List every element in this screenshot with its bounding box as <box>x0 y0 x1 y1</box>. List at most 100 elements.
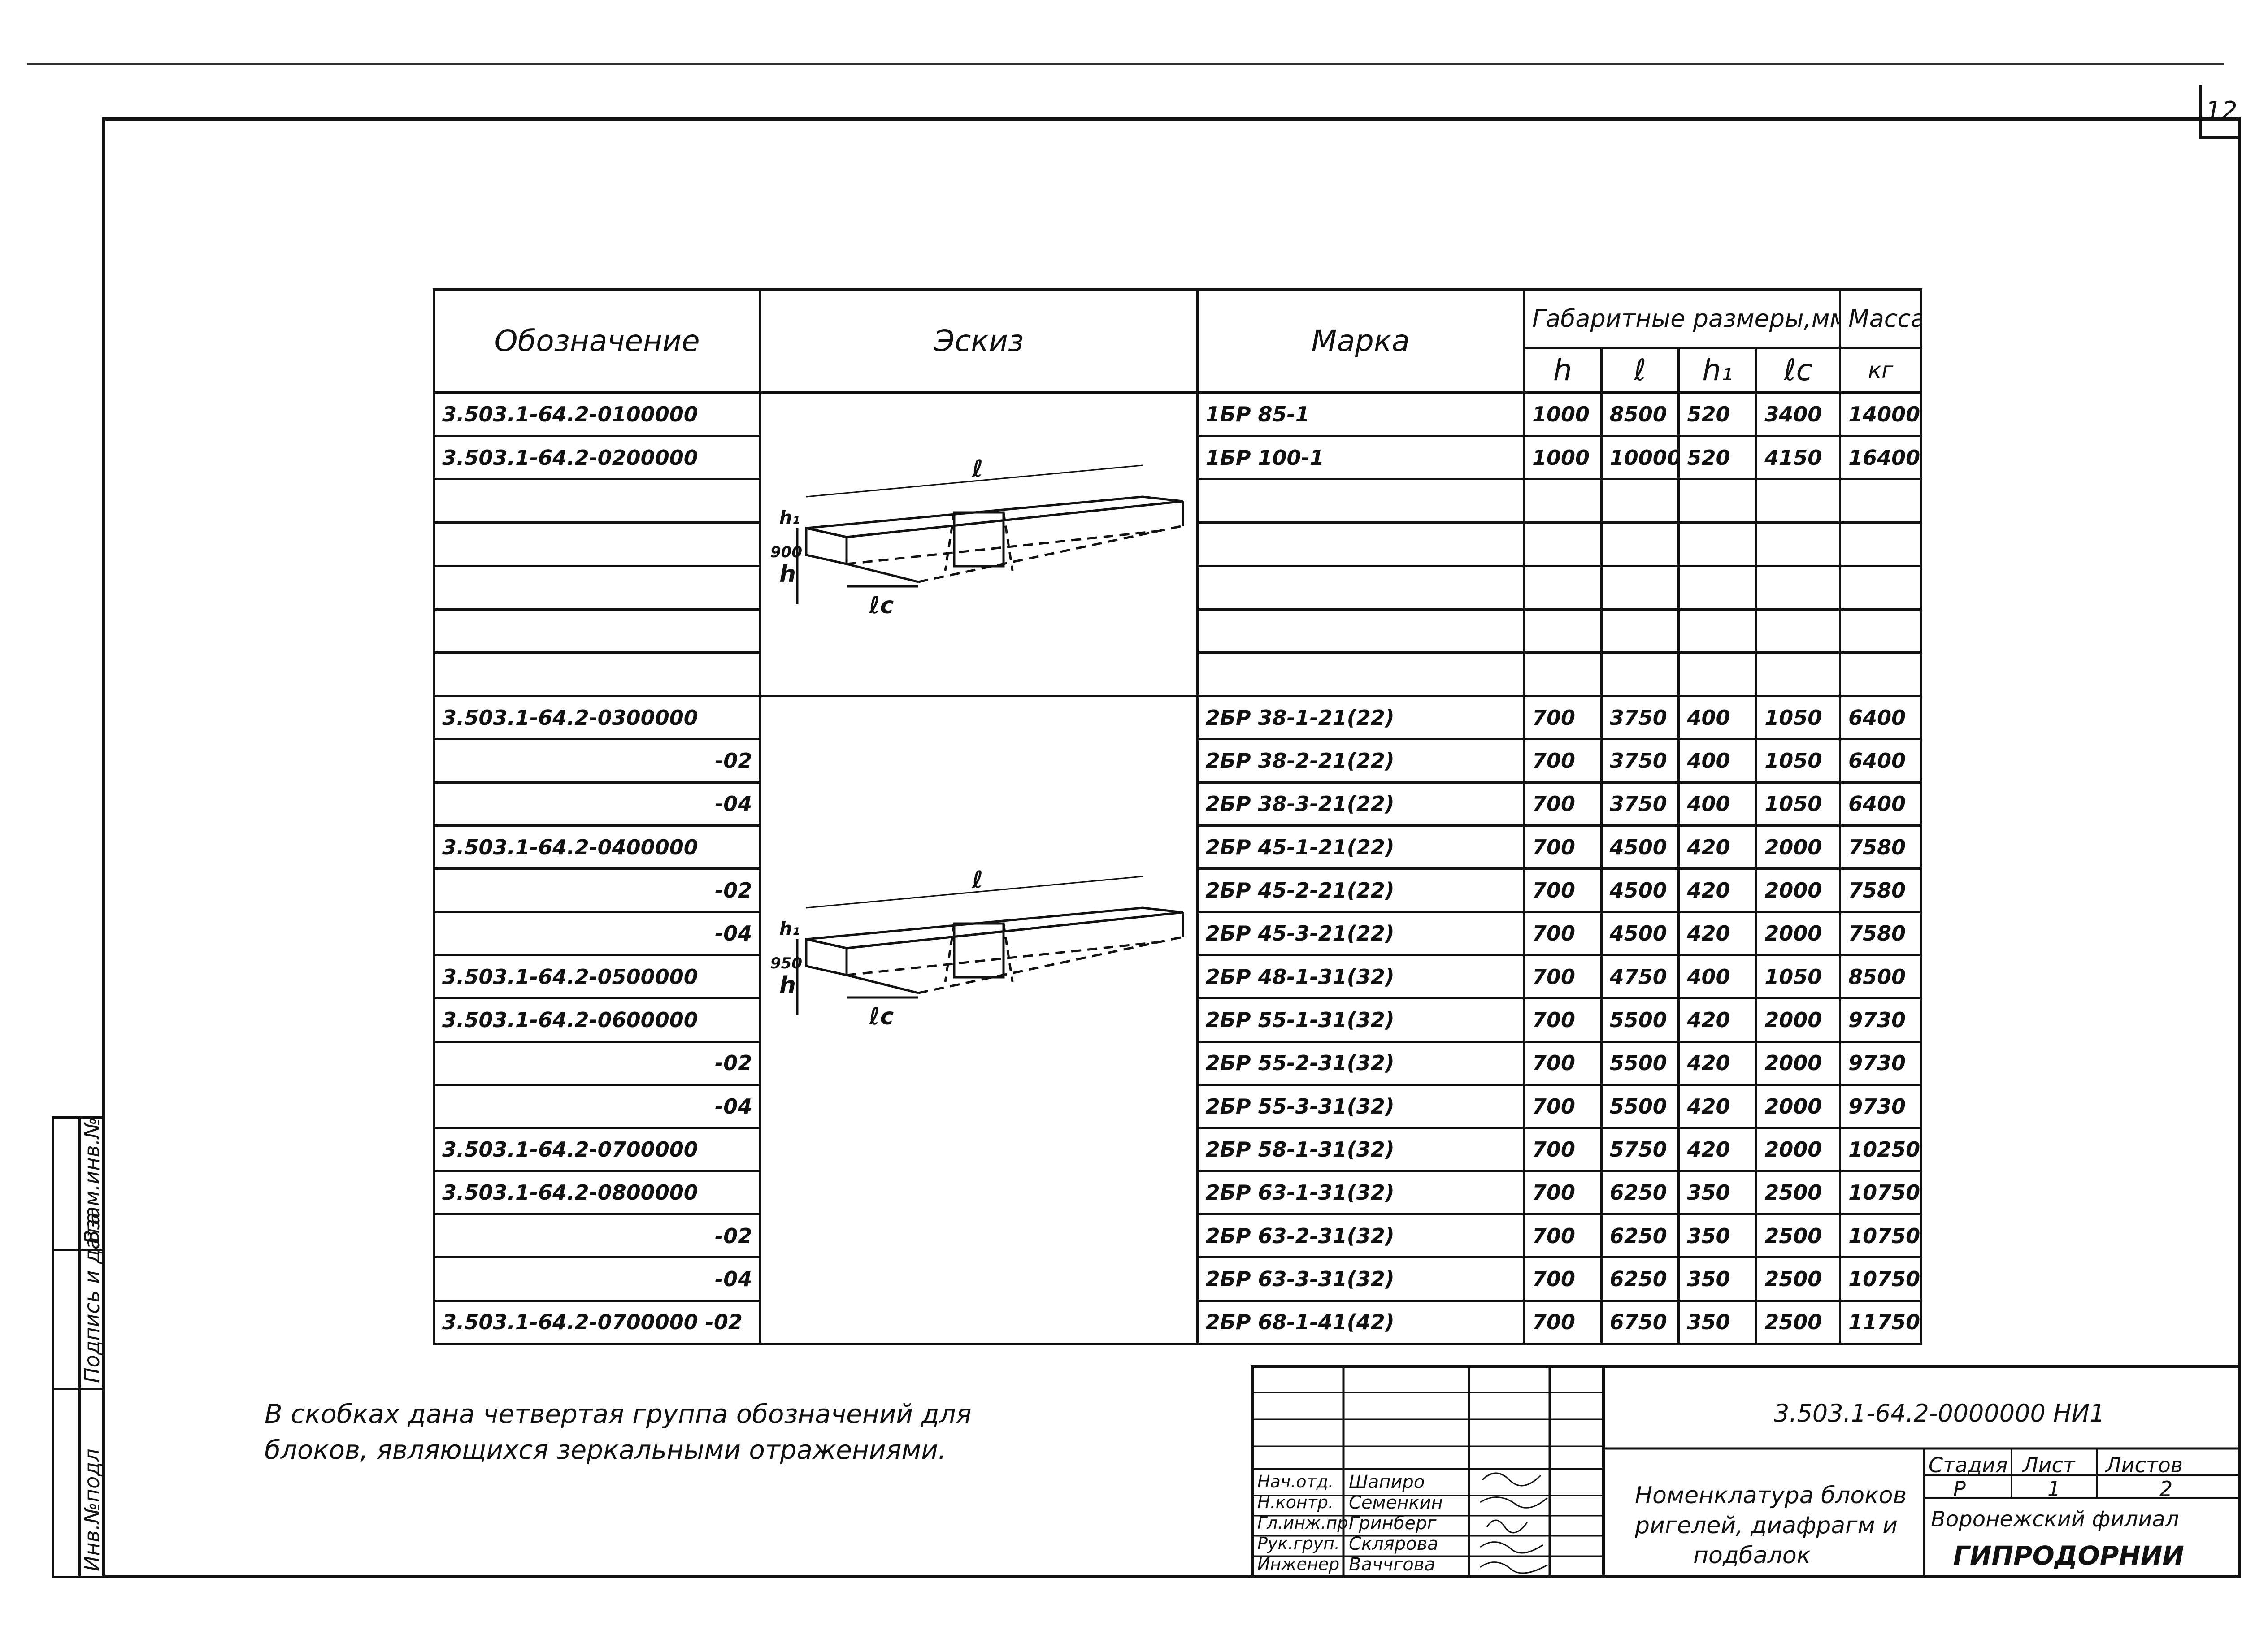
mark-cell <box>1196 564 1525 611</box>
l-cell <box>1600 651 1680 697</box>
sheet-value: 1 <box>2047 1477 2061 1501</box>
l-cell: 5500 <box>1600 1040 1680 1086</box>
stage-label: Стадия <box>1929 1453 2008 1477</box>
h1-cell: 400 <box>1677 694 1758 741</box>
mark-cell: 2БР 63-1-31(32) <box>1196 1170 1525 1215</box>
mass-cell: 16400 <box>1839 434 1922 481</box>
l-cell: 4500 <box>1600 911 1680 956</box>
sketch-beam-2-drawing: ℓ ℓс h h₁ 950 <box>770 867 1184 1030</box>
title-block-grid <box>1254 1368 2241 1578</box>
sketch-label-h: h <box>779 972 796 999</box>
designation-cell: -04 <box>432 911 762 956</box>
mass-cell: 7580 <box>1839 824 1922 870</box>
mass-cell: 7580 <box>1839 867 1922 913</box>
mass-cell <box>1839 564 1922 611</box>
lc-cell <box>1755 564 1842 611</box>
lc-cell: 2000 <box>1755 1040 1842 1086</box>
signer-role: Нач.отд. <box>1257 1472 1334 1492</box>
signer-role: Инженер <box>1257 1554 1340 1574</box>
h-cell: 700 <box>1522 911 1603 956</box>
mass-cell: 11750 <box>1839 1299 1922 1345</box>
table-row <box>432 608 1922 654</box>
mark-cell: 2БР 38-2-21(22) <box>1196 738 1525 784</box>
designation-cell <box>432 608 762 654</box>
h1-cell: 420 <box>1677 997 1758 1043</box>
mark-cell: 1БР 100-1 <box>1196 434 1525 481</box>
lc-cell: 2500 <box>1755 1213 1842 1259</box>
lc-cell: 1050 <box>1755 738 1842 784</box>
h-cell <box>1522 521 1603 567</box>
mark-cell <box>1196 608 1525 654</box>
designation-cell: -04 <box>432 1256 762 1302</box>
l-cell <box>1600 478 1680 524</box>
header-dimensions: Габаритные размеры,мм <box>1522 288 1842 349</box>
l-cell: 6250 <box>1600 1213 1680 1259</box>
mark-cell: 2БР 58-1-31(32) <box>1196 1127 1525 1172</box>
sketch-label-dim: 950 <box>770 954 802 972</box>
designation-cell: -04 <box>432 781 762 827</box>
lc-cell: 3400 <box>1755 391 1842 437</box>
h-cell <box>1522 564 1603 611</box>
mass-cell: 6400 <box>1839 738 1922 784</box>
mark-cell: 2БР 45-3-21(22) <box>1196 911 1525 956</box>
h-cell: 1000 <box>1522 391 1603 437</box>
mark-cell: 2БР 45-1-21(22) <box>1196 824 1525 870</box>
l-cell: 6750 <box>1600 1299 1680 1345</box>
mass-cell: 7580 <box>1839 911 1922 956</box>
h1-cell: 350 <box>1677 1299 1758 1345</box>
lc-cell: 1050 <box>1755 781 1842 827</box>
lc-cell <box>1755 608 1842 654</box>
designation-cell: -02 <box>432 1040 762 1086</box>
doc-title-line-2: ригелей, диафрагм и <box>1635 1512 1898 1539</box>
lc-cell: 2000 <box>1755 824 1842 870</box>
mass-cell: 10750 <box>1839 1213 1922 1259</box>
h-cell <box>1522 478 1603 524</box>
h1-cell: 420 <box>1677 824 1758 870</box>
lc-cell: 2000 <box>1755 1127 1842 1172</box>
mark-cell: 2БР 55-3-31(32) <box>1196 1083 1525 1129</box>
h1-cell: 400 <box>1677 954 1758 1000</box>
h-cell: 700 <box>1522 1127 1603 1172</box>
mark-cell: 2БР 38-1-21(22) <box>1196 694 1525 741</box>
h-cell: 700 <box>1522 1256 1603 1302</box>
nomenclature-table: Обозначение Эскиз Марка Габаритные разме… <box>432 288 1922 1345</box>
header-mass-unit: кг <box>1839 347 1922 394</box>
l-cell: 4500 <box>1600 824 1680 870</box>
designation-cell: 3.503.1-64.2-0700000 <box>432 1127 762 1172</box>
l-cell: 5500 <box>1600 997 1680 1043</box>
sketch-label-h1: h₁ <box>779 507 800 528</box>
mass-cell: 6400 <box>1839 781 1922 827</box>
doc-title-line-3: подбалок <box>1693 1542 1811 1569</box>
mark-cell <box>1196 521 1525 567</box>
h-cell: 700 <box>1522 997 1603 1043</box>
l-cell <box>1600 521 1680 567</box>
l-cell: 6250 <box>1600 1256 1680 1302</box>
h1-cell <box>1677 651 1758 697</box>
designation-cell: 3.503.1-64.2-0200000 <box>432 434 762 481</box>
lc-cell <box>1755 651 1842 697</box>
l-cell: 4750 <box>1600 954 1680 1000</box>
mass-cell <box>1839 521 1922 567</box>
sketch-label-l: ℓ <box>972 455 983 482</box>
l-cell <box>1600 608 1680 654</box>
note-line-1: В скобках дана четвертая группа обозначе… <box>265 1399 972 1429</box>
h1-cell <box>1677 521 1758 567</box>
lc-cell: 2000 <box>1755 867 1842 913</box>
mass-cell: 9730 <box>1839 1083 1922 1129</box>
table-row: 3.503.1-64.2-0100000 ℓ ℓс h h₁ 900 1БР 8… <box>432 391 1922 697</box>
doc-title-line-1: Номенклатура блоков <box>1635 1482 1907 1509</box>
lc-cell: 2000 <box>1755 997 1842 1043</box>
mark-cell: 2БР 55-2-31(32) <box>1196 1040 1525 1086</box>
designation-cell: 3.503.1-64.2-0600000 <box>432 997 762 1043</box>
mark-cell: 2БР 48-1-31(32) <box>1196 954 1525 1000</box>
l-cell: 3750 <box>1600 781 1680 827</box>
title-block: 3.503.1-64.2-0000000 НИ1 Номенклатура бл… <box>1251 1365 2241 1578</box>
mark-cell: 1БР 85-1 <box>1196 391 1525 437</box>
signer-name: Ваччгова <box>1349 1554 1435 1575</box>
page-number: 12 <box>2199 85 2241 139</box>
